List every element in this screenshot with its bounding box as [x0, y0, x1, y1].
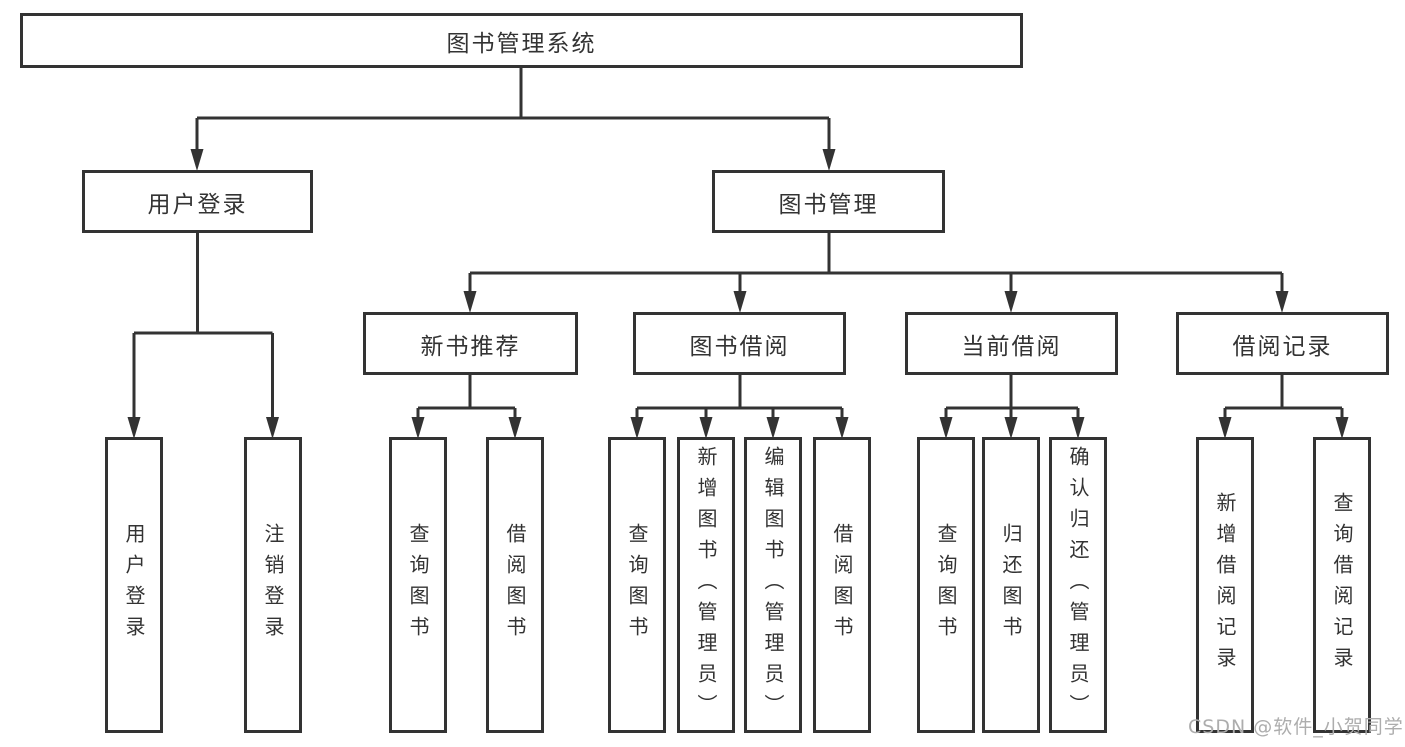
leaf-current-confirm-return-admin: 确认归还（管理员）	[1049, 437, 1107, 733]
arrowhead	[127, 417, 141, 439]
node-book-borrowing: 图书借阅	[633, 312, 846, 375]
node-user-login: 用户登录	[82, 170, 313, 233]
leaf-record-add-borrow-record: 新增借阅记录	[1196, 437, 1254, 733]
arrowhead	[1004, 291, 1018, 313]
arrowhead	[1275, 291, 1289, 313]
leaf-record-query-borrow-record: 查询借阅记录	[1313, 437, 1371, 733]
csdn-watermark: CSDN @软件_小贺同学	[1188, 716, 1404, 738]
leaf-recommend-borrow-book: 借阅图书	[486, 437, 544, 733]
leaf-borrowing-borrow-book: 借阅图书	[813, 437, 871, 733]
arrowhead	[411, 417, 425, 439]
arrowhead	[190, 149, 204, 171]
arrowhead	[699, 417, 713, 439]
node-library-management-system: 图书管理系统	[20, 13, 1023, 68]
connector-user-login-branch	[127, 233, 279, 439]
arrowhead	[463, 291, 477, 313]
connector-book-borrow-branch	[630, 375, 849, 439]
node-book-management: 图书管理	[712, 170, 945, 233]
leaf-current-return-book: 归还图书	[982, 437, 1040, 733]
arrowhead	[1004, 417, 1018, 439]
node-current-borrowing: 当前借阅	[905, 312, 1118, 375]
arrowhead	[835, 417, 849, 439]
leaf-logout: 注销登录	[244, 437, 302, 733]
arrowhead	[508, 417, 522, 439]
leaf-recommend-query-book: 查询图书	[389, 437, 447, 733]
leaf-borrowing-add-book-admin: 新增图书（管理员）	[677, 437, 735, 733]
leaf-borrowing-edit-book-admin: 编辑图书（管理员）	[744, 437, 802, 733]
arrowhead	[733, 291, 747, 313]
arrowhead	[939, 417, 953, 439]
connector-current-borrow-branch	[939, 375, 1085, 439]
arrowhead	[1335, 417, 1349, 439]
connector-borrow-record-branch	[1218, 375, 1349, 439]
arrowhead	[266, 417, 279, 439]
leaf-user-login: 用户登录	[105, 437, 163, 733]
node-borrow-records: 借阅记录	[1176, 312, 1389, 375]
connector-root-branch	[190, 68, 836, 171]
connector-new-book-branch	[411, 375, 522, 439]
arrowhead	[822, 149, 836, 171]
node-new-book-recommend: 新书推荐	[363, 312, 578, 375]
leaf-current-query-book: 查询图书	[917, 437, 975, 733]
leaf-borrowing-query-book: 查询图书	[608, 437, 666, 733]
connector-book-management-branch	[463, 232, 1289, 313]
arrowhead	[1218, 417, 1232, 439]
arrowhead	[630, 417, 644, 439]
arrowhead	[1071, 417, 1085, 439]
arrowhead	[766, 417, 780, 439]
